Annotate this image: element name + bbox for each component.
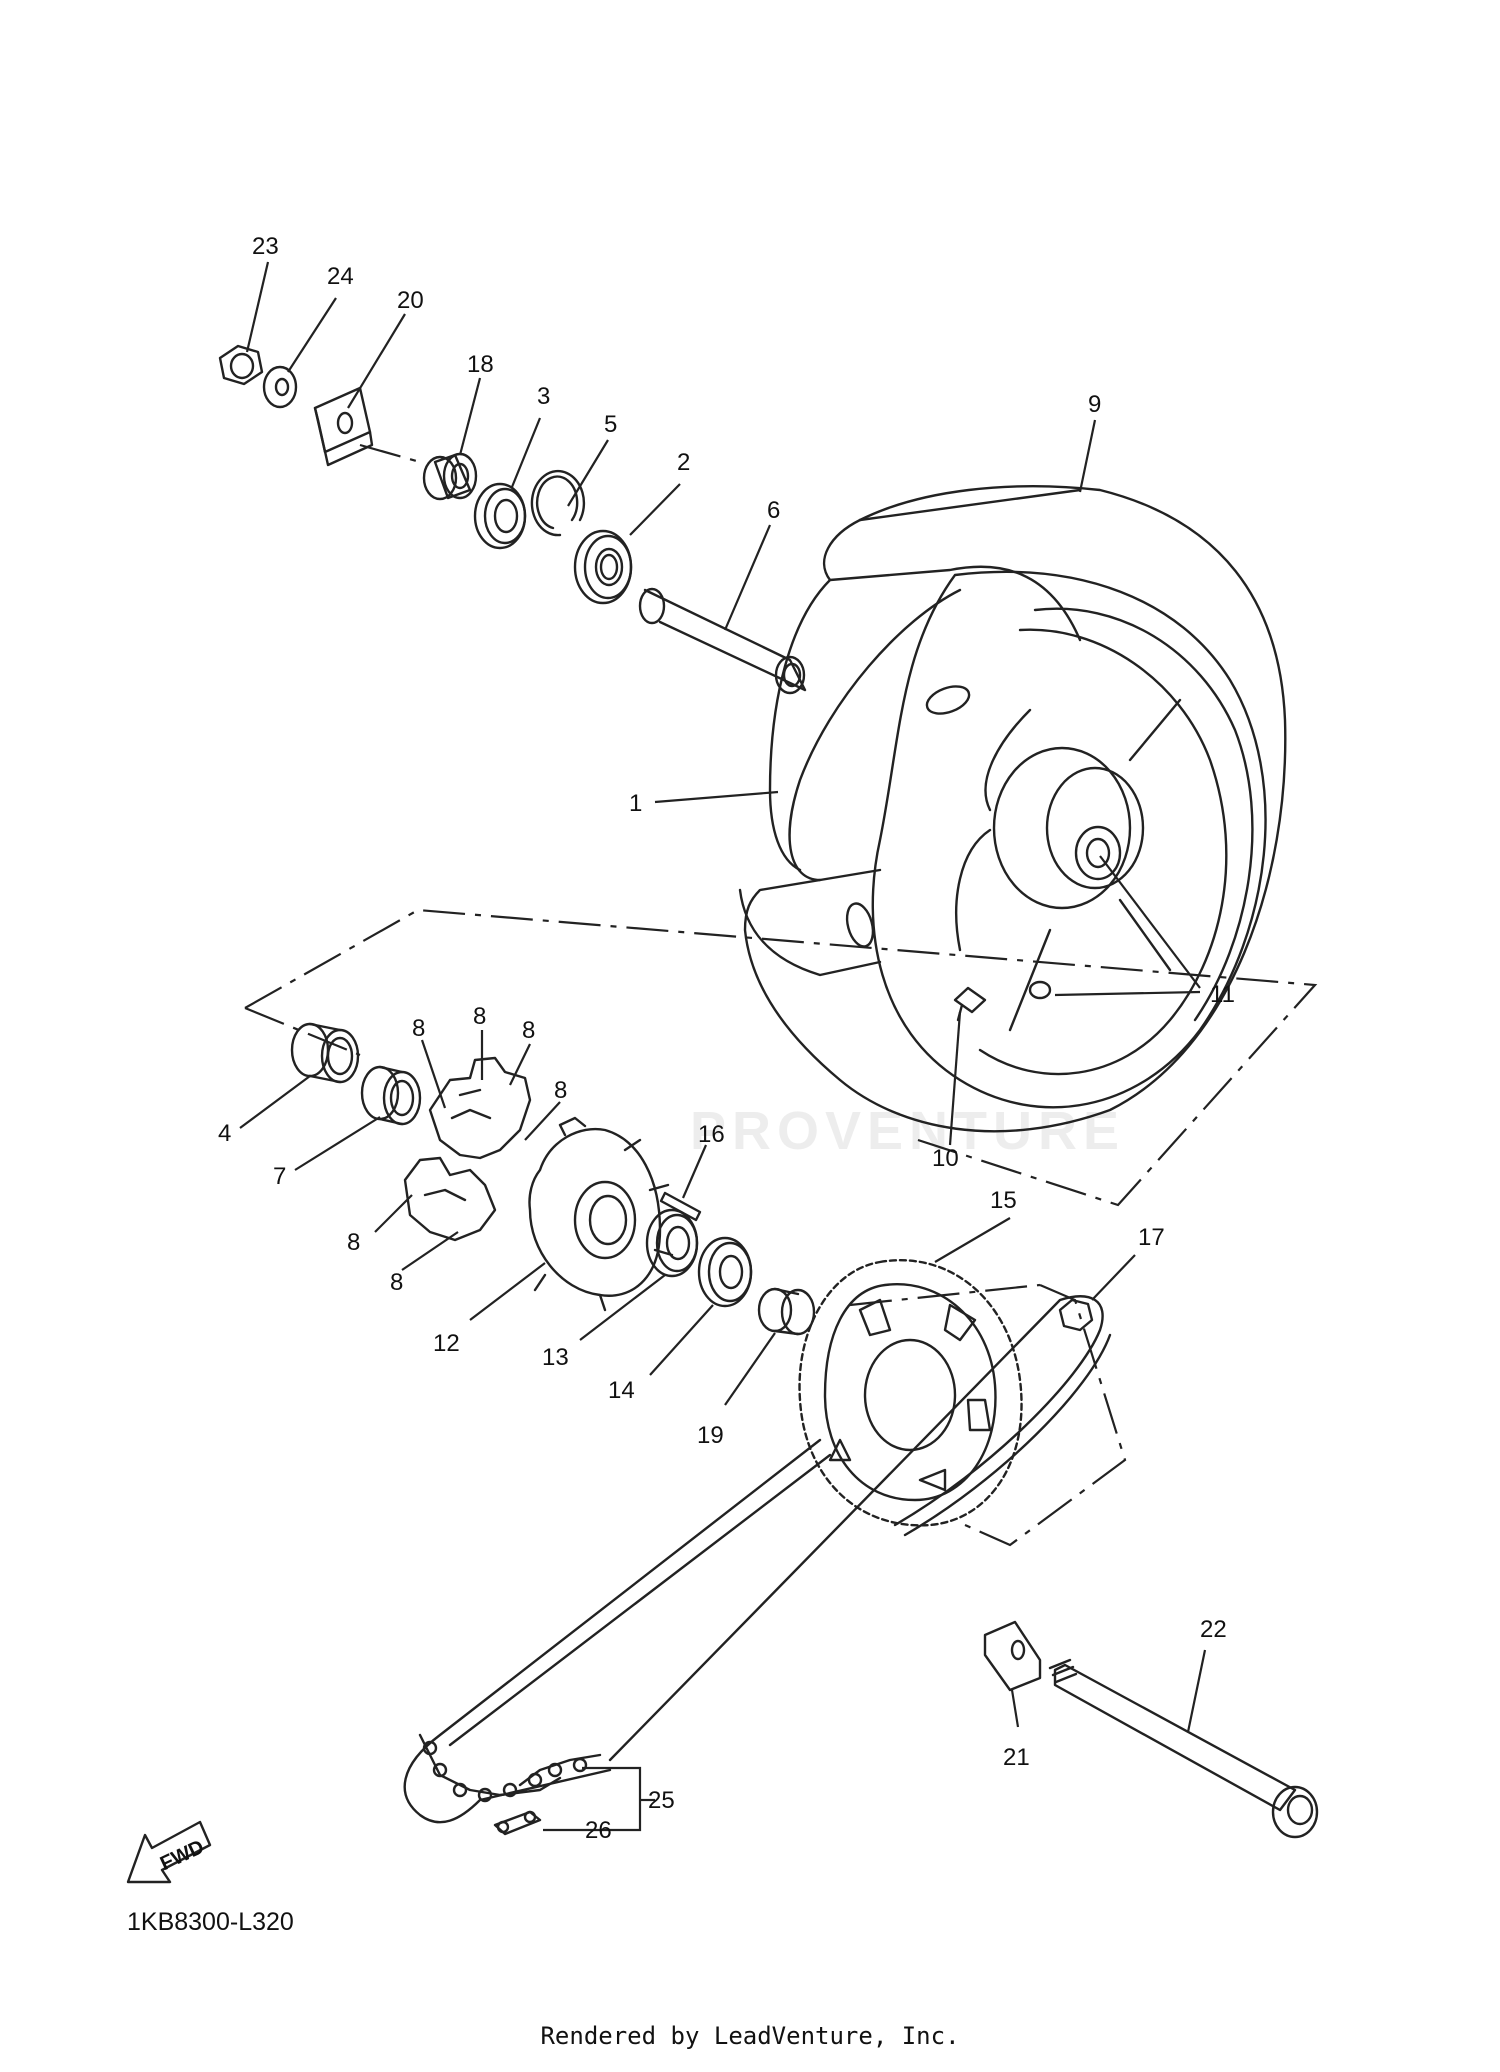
leader-lines [239,261,1207,1832]
part-22-axle[interactable] [1048,1658,1319,1839]
callout-3[interactable]: 3 [537,383,550,410]
callout-15[interactable]: 15 [990,1187,1017,1214]
callout-labels: 1 2 3 4 5 6 7 8 8 8 8 8 8 9 10 11 12 13 … [218,233,1235,1844]
part-2-bearing[interactable] [573,529,633,605]
part-8-damper-upper[interactable] [428,1056,532,1160]
callout-21[interactable]: 21 [1003,1744,1030,1771]
hub-assembly-outline-left [244,1006,361,1057]
callout-25[interactable]: 25 [648,1787,675,1814]
part-1-wheel[interactable] [768,570,1267,1109]
callout-8-b[interactable]: 8 [473,1003,486,1030]
part-26-master-link[interactable] [493,1810,542,1836]
callout-18[interactable]: 18 [467,351,494,378]
callout-11[interactable]: 11 [1210,981,1235,1008]
callout-26[interactable]: 26 [585,1817,612,1844]
callout-19[interactable]: 19 [697,1422,724,1449]
callout-5[interactable]: 5 [604,411,617,438]
callout-8-a[interactable]: 8 [412,1015,425,1042]
part-5-circlip[interactable] [530,469,586,537]
rendered-by-credit: Rendered by LeadVenture, Inc. [540,2022,960,2050]
part-17-nut[interactable] [1058,1298,1094,1332]
callout-13[interactable]: 13 [542,1344,569,1371]
part-15-sprocket[interactable] [798,1259,1023,1527]
part-9-tire[interactable] [738,485,1287,1133]
callout-9[interactable]: 9 [1088,391,1101,418]
part-23-nut[interactable] [218,344,264,386]
callout-1[interactable]: 1 [629,790,642,817]
diagram-code: 1KB8300-L320 [127,1908,294,1936]
axle-line-top [359,443,421,464]
callout-8-e[interactable]: 8 [347,1229,360,1256]
part-14-oil-seal[interactable] [697,1236,753,1308]
callout-8-d[interactable]: 8 [554,1077,567,1104]
callout-14[interactable]: 14 [608,1377,635,1404]
part-3-oil-seal[interactable] [473,482,527,550]
callout-22[interactable]: 22 [1200,1616,1227,1643]
callout-7[interactable]: 7 [273,1163,286,1190]
fwd-arrow-icon: FWD [126,1820,212,1884]
callout-2[interactable]: 2 [677,449,690,476]
part-25-chain[interactable] [403,1295,1112,1824]
part-4-bearing[interactable] [290,1022,360,1084]
sprocket-assembly-outline [964,1283,1127,1547]
part-21-plate[interactable] [983,1620,1042,1692]
part-20-plate[interactable] [313,386,374,467]
part-24-washer[interactable] [262,365,298,409]
callout-12[interactable]: 12 [433,1330,460,1357]
part-6-spacer-tube[interactable] [638,587,807,695]
callout-8-c[interactable]: 8 [522,1017,535,1044]
hub-assembly-outline [244,908,1318,1207]
part-13-bearing[interactable] [645,1208,699,1278]
callout-8-f[interactable]: 8 [390,1269,403,1296]
callout-4[interactable]: 4 [218,1120,231,1147]
callout-20[interactable]: 20 [397,287,424,314]
callout-24[interactable]: 24 [327,263,354,290]
part-16-stud[interactable] [659,1191,702,1222]
part-8-damper-lower[interactable] [403,1156,497,1242]
callout-17[interactable]: 17 [1138,1224,1165,1251]
callout-16[interactable]: 16 [698,1121,725,1148]
callout-10[interactable]: 10 [932,1145,959,1172]
callout-23[interactable]: 23 [252,233,279,260]
part-12-clutch-hub[interactable] [528,1116,674,1312]
part-19-collar[interactable] [757,1287,816,1336]
part-18-collar[interactable] [422,452,478,501]
callout-6[interactable]: 6 [767,497,780,524]
part-7-collar[interactable] [360,1065,422,1126]
